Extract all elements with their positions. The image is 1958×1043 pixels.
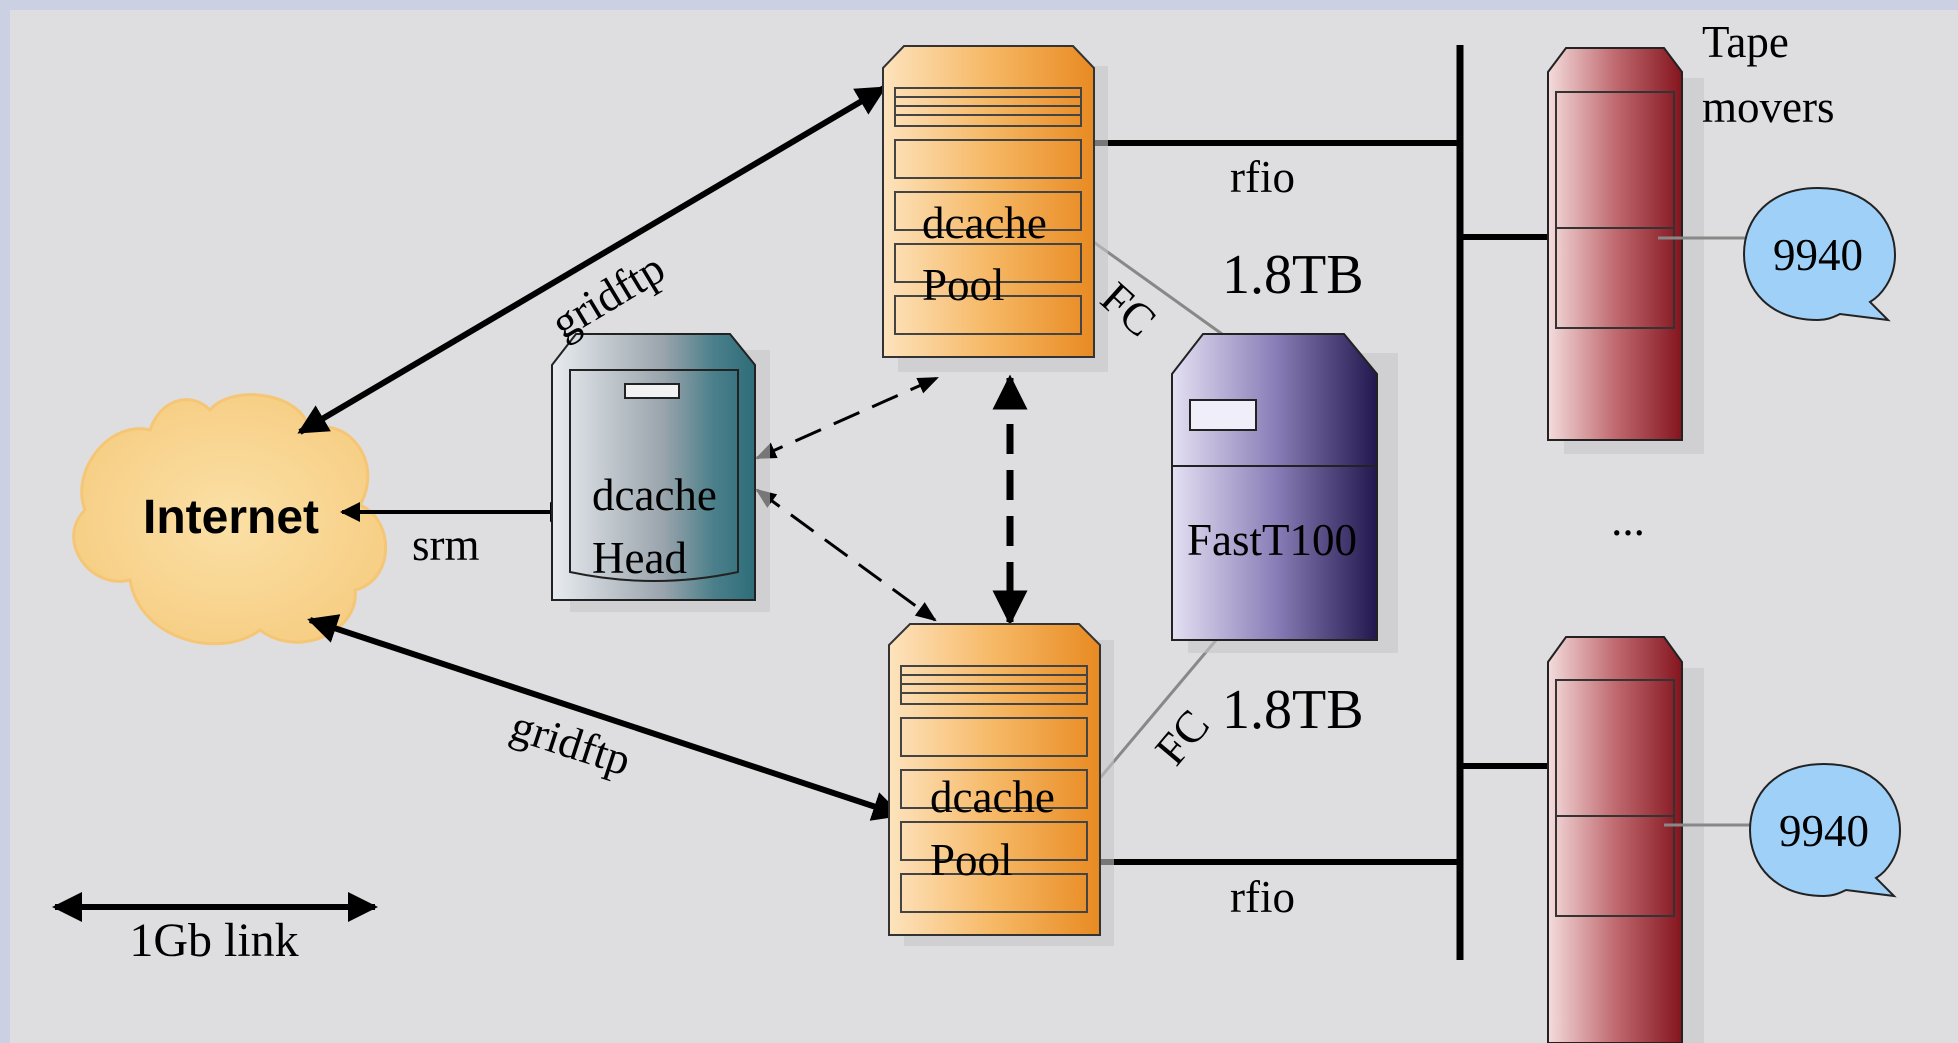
tape-movers-label-line2: movers [1702,82,1834,132]
head-pool-bottom-dashed [755,488,937,622]
fastt100-storage: FastT100 [1171,333,1398,653]
capacity-top-label: 1.8TB [1222,244,1364,306]
head-label-line1: dcache [592,470,717,520]
tape-mover-bottom [1547,636,1704,1043]
rfio-bottom-label: rfio [1230,872,1295,922]
tape-drive-bottom-label: 9940 [1779,806,1869,856]
srm-label: srm [412,520,480,570]
storage-label: FastT100 [1187,515,1357,565]
gridftp-link-bottom [307,614,903,821]
dcache-pool-bottom: dcache Pool [888,623,1114,946]
fc-line-top [1087,236,1223,336]
legend-label: 1Gb link [129,914,298,967]
pool-top-label-line1: dcache [922,198,1047,248]
head-pool-top-dashed [755,376,939,460]
pool-top-label-line2: Pool [922,260,1005,310]
internet-cloud: Internet [72,393,388,646]
pool-bottom-label-line2: Pool [930,835,1013,885]
tape-drive-top: 9940 [1742,186,1897,322]
control-links [755,374,1028,626]
rfio-top-label: rfio [1230,152,1295,202]
tape-movers-label-line1: Tape [1702,17,1789,67]
tape-drive-top-label: 9940 [1773,230,1863,280]
pool-bottom-label-line1: dcache [930,772,1055,822]
dcache-pool-top: dcache Pool [882,45,1108,372]
links [52,85,903,922]
internet-label: Internet [143,491,319,544]
capacity-bottom-label: 1.8TB [1222,679,1364,741]
tape-drive-bottom: 9940 [1748,762,1902,898]
tape-mover-top [1547,47,1704,454]
ellipsis-label: ... [1611,495,1645,545]
dcache-head-server: dcache Head [551,333,770,612]
gridftp-link-top [297,85,887,435]
head-label-line2: Head [592,533,687,583]
